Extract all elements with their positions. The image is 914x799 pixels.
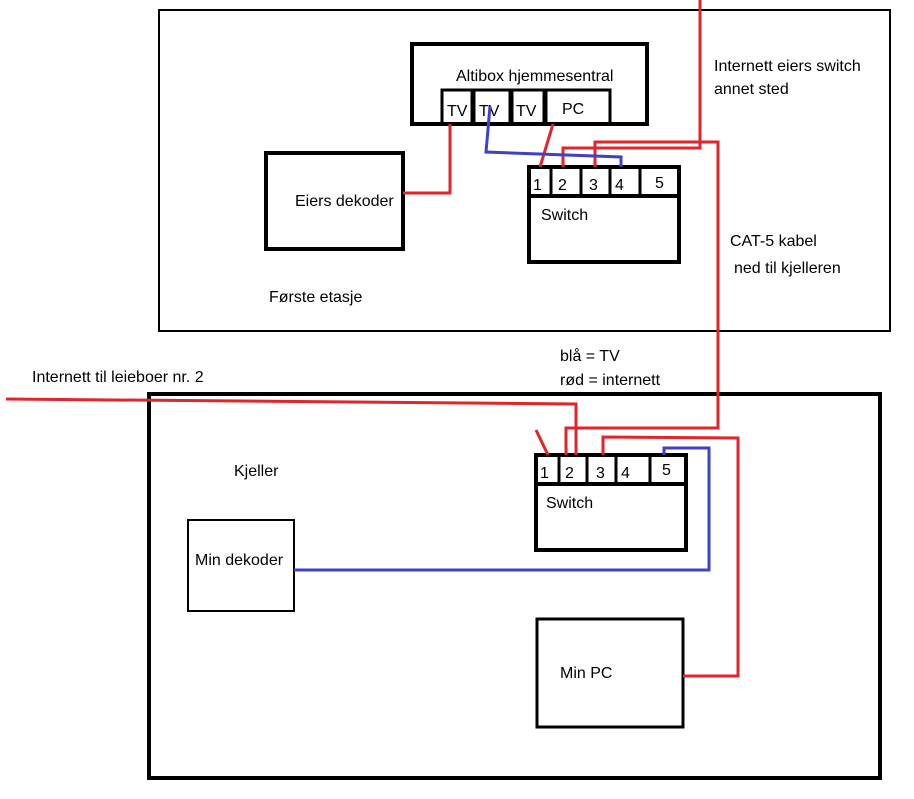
- lower-switch-port-1: 1: [540, 465, 549, 482]
- cat5-cable-basement: [564, 140, 720, 455]
- my-pc: Min PC: [535, 617, 685, 729]
- router-port-tv-1: TV: [447, 103, 468, 120]
- note-cat5-line-2: ned til kjelleren: [734, 260, 841, 277]
- tv-cable-my-decoder: [294, 446, 711, 572]
- lower-switch-port-3: 3: [596, 465, 605, 482]
- upper-switch: 1 2 3 4 5 Switch: [527, 165, 681, 264]
- upper-floor-frame: [158, 9, 891, 332]
- router-port-pc: PC: [562, 101, 584, 118]
- note-tenant-2: Internett til leieboer nr. 2: [32, 369, 204, 386]
- internet-cable-decoder: [403, 124, 452, 195]
- upper-floor-label: Første etasje: [269, 289, 362, 306]
- internet-cable-lower-port-1: [534, 429, 550, 456]
- router-title: Altibox hjemmesentral: [456, 68, 613, 85]
- my-decoder-label: Min dekoder: [195, 552, 284, 569]
- owner-decoder-label: Eiers dekoder: [295, 193, 394, 210]
- lower-switch-label: Switch: [546, 495, 593, 512]
- lower-switch-port-4: 4: [621, 465, 630, 482]
- upper-switch-port-5: 5: [655, 175, 664, 192]
- note-cat5-line-1: CAT-5 kabel: [730, 233, 817, 250]
- upper-switch-label: Switch: [541, 207, 588, 224]
- lower-switch: 1 2 3 4 5 Switch: [534, 453, 688, 552]
- note-owner-internet-line-1: Internett eiers switch: [714, 58, 861, 75]
- my-decoder: Min dekoder: [187, 519, 295, 612]
- basement-label: Kjeller: [234, 463, 279, 480]
- legend-blue: blå = TV: [560, 347, 620, 365]
- upper-switch-port-3: 3: [589, 177, 598, 194]
- internet-cable-my-pc: [601, 435, 740, 678]
- tv-cable-upper: [484, 105, 623, 167]
- legend-red: rød = internett: [560, 372, 661, 389]
- internet-cable-router-pc: [538, 123, 555, 168]
- router-port-tv-3: TV: [516, 103, 537, 120]
- internet-cable-owner-switch: [561, 0, 702, 167]
- my-pc-label: Min PC: [560, 665, 612, 682]
- internet-cable-tenant-2: [5, 397, 578, 455]
- upper-switch-port-4: 4: [615, 177, 624, 194]
- lower-switch-port-2: 2: [565, 465, 574, 482]
- lower-switch-port-5: 5: [662, 462, 671, 479]
- upper-switch-port-1: 1: [533, 177, 542, 194]
- basement-frame: [147, 392, 882, 780]
- owner-decoder: Eiers dekoder: [264, 151, 405, 251]
- altibox-router: Altibox hjemmesentral TV TV TV PC: [410, 42, 649, 126]
- note-owner-internet-line-2: annet sted: [714, 81, 789, 98]
- upper-switch-port-2: 2: [558, 177, 567, 194]
